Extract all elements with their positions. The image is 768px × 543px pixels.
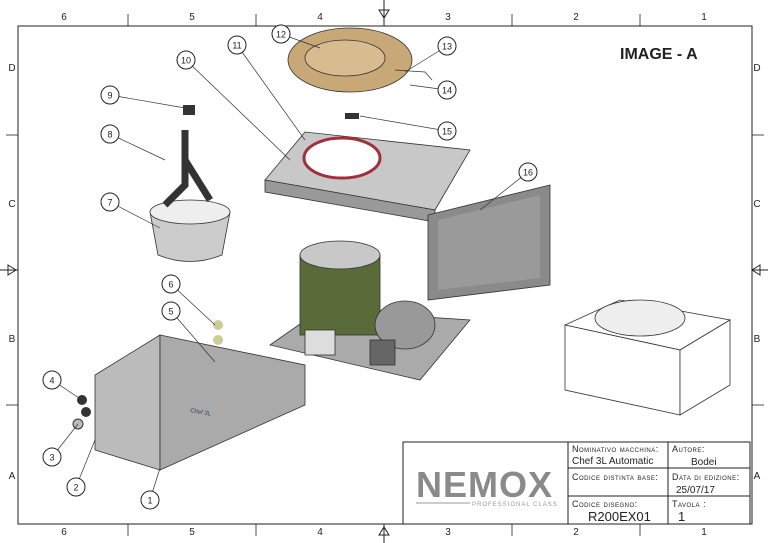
callout-13: 13 — [437, 36, 457, 56]
edition-date: 25/07/17 — [676, 485, 715, 496]
callout-9: 9 — [100, 85, 120, 105]
zone-column-label: 3 — [445, 527, 451, 538]
zone-row-label: B — [9, 334, 16, 345]
leader-line — [109, 94, 186, 109]
callout-12: 12 — [271, 24, 291, 44]
callout-number: 14 — [442, 86, 452, 96]
zone-row-label: C — [753, 199, 760, 210]
zone-column-label: 1 — [701, 527, 707, 538]
image-label: IMAGE - A — [620, 46, 698, 63]
machine-name-label: Nominativo macchina: — [572, 444, 659, 454]
callout-number: 1 — [147, 496, 152, 506]
callout-7: 7 — [100, 192, 120, 212]
callout-number: 8 — [107, 130, 112, 140]
drawing-frame — [17, 25, 753, 525]
paddle-part — [162, 130, 213, 208]
callout-16: 16 — [518, 162, 538, 182]
callout-number: 4 — [49, 376, 54, 386]
zone-column-label: 3 — [445, 12, 451, 23]
callout-number: 10 — [181, 56, 191, 66]
callout-1: 1 — [140, 490, 160, 510]
leader-line — [236, 44, 306, 141]
zone-column-label: 4 — [317, 527, 323, 538]
callout-11: 11 — [227, 35, 247, 55]
zone-column-label: 5 — [189, 12, 195, 23]
drawing-code-label: Codice disegno: — [572, 499, 638, 509]
callout-6: 6 — [161, 274, 181, 294]
callout-number: 5 — [168, 307, 173, 317]
front-housing-part: Chef 3L — [94, 334, 306, 471]
author-label: Autore: — [672, 444, 705, 454]
back-panel-part — [427, 184, 551, 301]
callout-8: 8 — [100, 124, 120, 144]
leader-line — [479, 171, 529, 211]
callout-number: 2 — [73, 483, 78, 493]
drawing-code: R200EX01 — [588, 509, 651, 524]
zone-row-label: C — [8, 199, 15, 210]
zone-column-label: 6 — [61, 12, 67, 23]
machine-name: Chef 3L Automatic — [572, 456, 653, 467]
callout-number: 15 — [442, 127, 452, 137]
svg-text:Chef 3L: Chef 3L — [190, 408, 212, 418]
edition-date-label: Data di edizione: — [672, 472, 740, 482]
leader-line — [109, 133, 166, 161]
zone-column-label: 5 — [189, 527, 195, 538]
zone-row-label: B — [754, 334, 761, 345]
zone-column-label: 6 — [61, 527, 67, 538]
leader-line — [359, 115, 448, 132]
zone-column-label: 4 — [317, 12, 323, 23]
zone-row-label: D — [8, 63, 15, 74]
leader-line — [185, 59, 291, 161]
title-block — [402, 441, 751, 525]
logo-tagline: PROFESSIONAL CLASS — [472, 502, 558, 508]
callout-number: 3 — [49, 453, 54, 463]
clip-part — [345, 113, 359, 119]
zone-row-label: D — [753, 63, 760, 74]
zone-row-label: A — [754, 471, 761, 482]
machine-base-part — [269, 240, 471, 381]
callout-4: 4 — [42, 370, 62, 390]
callout-5: 5 — [161, 301, 181, 321]
lid-part — [287, 27, 433, 93]
cap-part — [183, 105, 195, 115]
callout-14: 14 — [437, 80, 457, 100]
callout-number: 7 — [107, 198, 112, 208]
leader-line — [170, 283, 216, 326]
gasket-part — [302, 136, 382, 180]
sheet-number: 1 — [678, 509, 685, 524]
zone-column-label: 2 — [573, 527, 579, 538]
author: Bodei — [691, 457, 717, 468]
zone-column-label: 1 — [701, 12, 707, 23]
callout-number: 11 — [232, 41, 241, 51]
nemox-logo: NEMOX — [416, 464, 553, 505]
assembled-view-part — [563, 299, 732, 416]
bowl-part — [149, 199, 231, 262]
callout-number: 6 — [168, 280, 173, 290]
top-panel-part — [264, 131, 471, 223]
callout-number: 16 — [523, 168, 533, 178]
callout-number: 12 — [276, 30, 286, 40]
callout-10: 10 — [176, 50, 196, 70]
bom-code-label: Codice distinta base: — [572, 472, 658, 482]
callout-3: 3 — [42, 447, 62, 467]
zone-row-label: A — [9, 471, 16, 482]
sheet-label: Tavola : — [672, 499, 706, 509]
callout-number: 13 — [442, 42, 452, 52]
callout-15: 15 — [437, 121, 457, 141]
callout-2: 2 — [66, 477, 86, 497]
callout-number: 9 — [107, 91, 112, 101]
knobs-part — [72, 320, 223, 430]
leader-line — [170, 310, 216, 363]
zone-column-label: 2 — [573, 12, 579, 23]
leader-lines — [51, 33, 529, 501]
